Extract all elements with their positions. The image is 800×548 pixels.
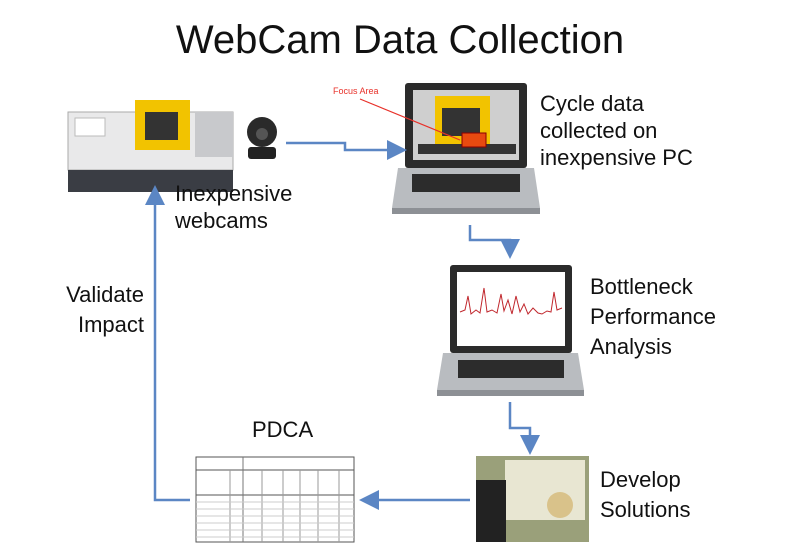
label-line: Inexpensive [175, 181, 293, 206]
team-photo-image [476, 456, 589, 542]
laptop-focus-area-image [359, 83, 540, 214]
laptop-cycle-time-chart-image [437, 265, 584, 396]
webcams-label: Inexpensive webcams [175, 180, 292, 234]
slide-title: WebCam Data Collection [175, 18, 625, 62]
label-line: Analysis [590, 334, 672, 359]
bottleneck-label: Bottleneck Performance Analysis [590, 272, 716, 362]
label-line: Bottleneck [590, 274, 693, 299]
pdca-form-image [195, 456, 355, 543]
cycle-time-line [459, 287, 563, 315]
label-line: Impact [77, 312, 144, 337]
cycle-data-label: Cycle data collected on inexpensive PC [540, 90, 693, 171]
webcam-image [247, 117, 277, 159]
injection-molding-machine-image [67, 100, 234, 192]
pdca-label: PDCA [252, 417, 314, 442]
arrow-pdca-to-machine [145, 185, 190, 502]
label-line: inexpensive PC [540, 145, 693, 170]
label-line: Performance [590, 304, 716, 329]
label-line: Develop [600, 467, 681, 492]
arrow-pc-to-analysis [468, 225, 520, 259]
focus-area-label: Focus Area [333, 86, 379, 96]
validate-impact-label: Validate Impact [20, 280, 144, 340]
develop-solutions-label: Develop Solutions [600, 465, 691, 525]
label-line: Validate [66, 282, 144, 307]
arrow-analysis-to-solutions [508, 402, 540, 455]
label-line: Solutions [600, 497, 691, 522]
label-line: Cycle data [540, 91, 644, 116]
label-line: webcams [175, 208, 268, 233]
arrow-webcam-to-pc [286, 140, 407, 160]
label-line: collected on [540, 118, 658, 143]
